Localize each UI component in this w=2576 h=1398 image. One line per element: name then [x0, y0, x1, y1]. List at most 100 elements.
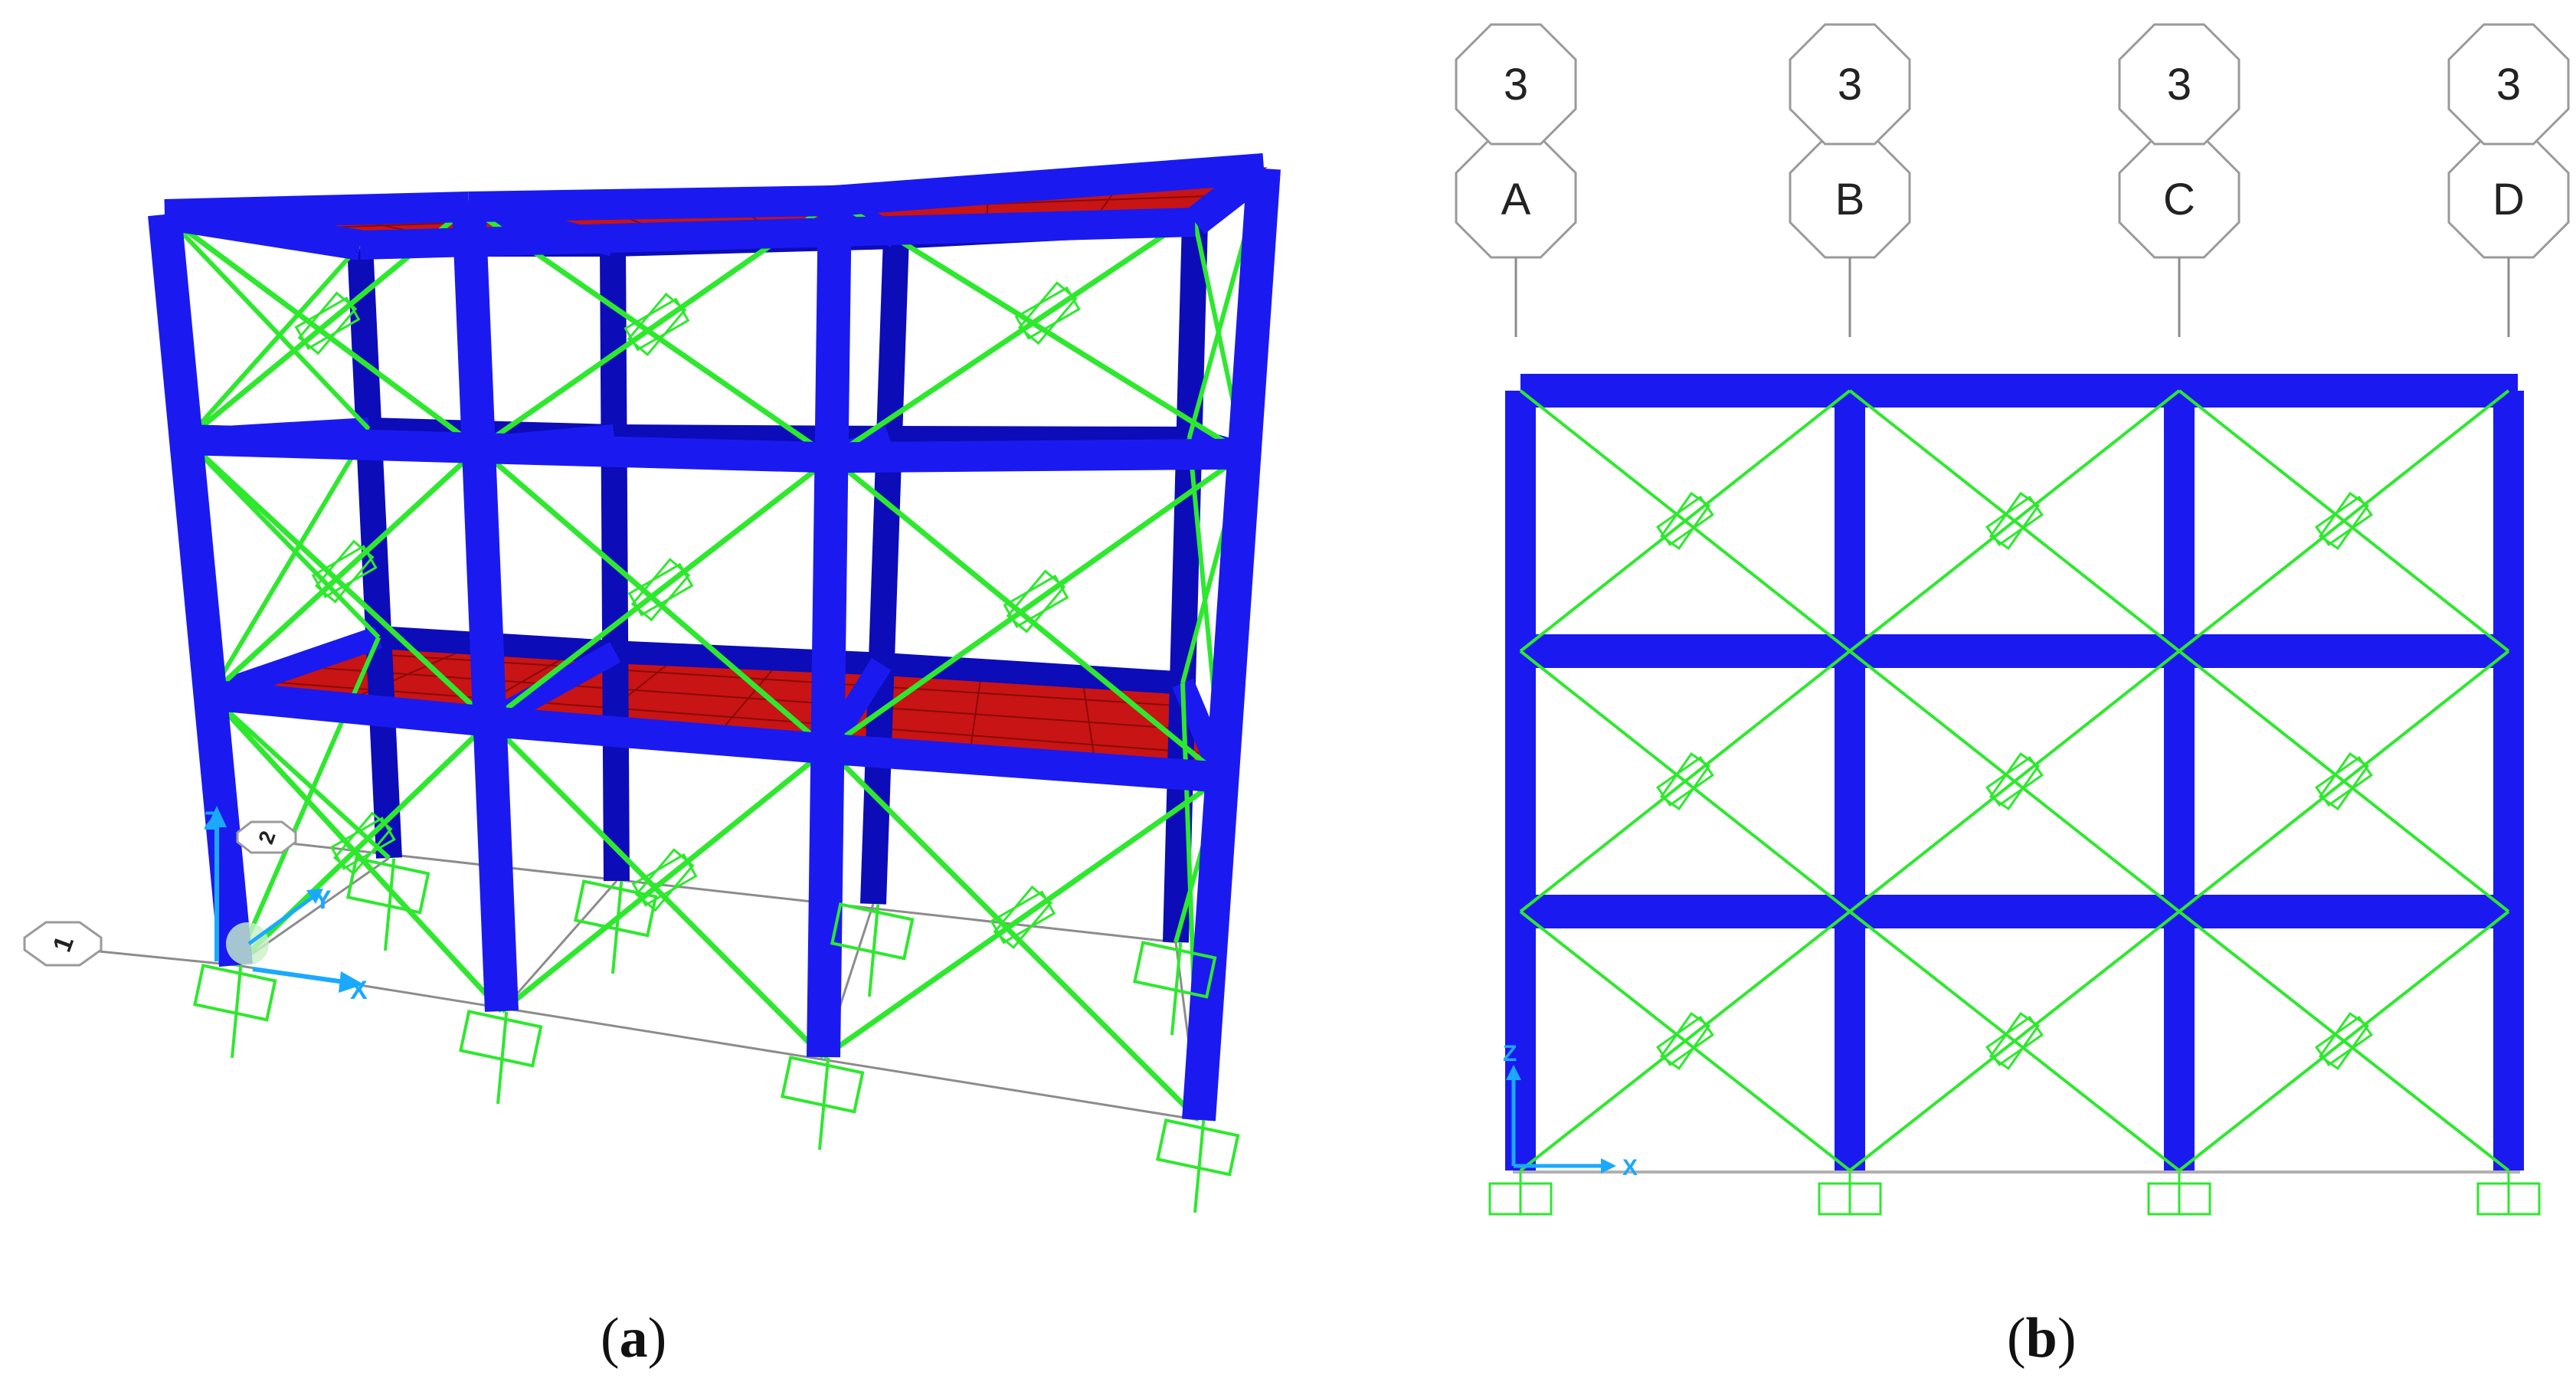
- fixed-support: [1818, 1172, 1882, 1216]
- panel-b-axes-triad: Z X: [1503, 1041, 1638, 1180]
- column: [1505, 391, 1536, 1170]
- panel-a-axis-x-label: X: [350, 976, 368, 1005]
- brace-hinge-symbol: [1985, 492, 2044, 550]
- hinge-box: [2318, 1012, 2370, 1070]
- bubble-col-octagon: [1789, 136, 1911, 259]
- brace-hinge-symbol: [627, 558, 694, 622]
- grid-bubble-1: 1: [23, 921, 103, 967]
- fixed-support: [1156, 1118, 1240, 1213]
- grid-bubble-a: 3A: [1455, 23, 1577, 337]
- front-beam: [488, 706, 830, 764]
- brace-diagonal: [1848, 910, 2181, 1172]
- hinge-box: [332, 811, 393, 876]
- brace-diagonal: [1848, 650, 2181, 913]
- front-beam: [831, 438, 1245, 473]
- roof-side-beam: [162, 199, 363, 260]
- hinge-box: [627, 292, 687, 357]
- front-beam: [826, 733, 1224, 793]
- ground-grid-line: [283, 841, 1177, 944]
- caption-a: (a): [601, 1307, 667, 1370]
- fixed-support: [1488, 1172, 1553, 1216]
- front-beam: [468, 185, 836, 222]
- bubble-col-octagon: [1455, 136, 1577, 259]
- front-column: [452, 206, 519, 1012]
- brace-hinge-symbol: [329, 811, 396, 876]
- fixed-support: [1133, 941, 1217, 1036]
- hinge-box: [1988, 752, 2041, 810]
- column: [1835, 391, 1865, 1170]
- roof-back-beam: [359, 208, 1196, 260]
- caption-b: (b): [2007, 1307, 2077, 1370]
- brace-hinge-symbol: [624, 292, 690, 357]
- side-brace: [184, 437, 381, 640]
- side-brace: [208, 427, 371, 696]
- back-column: [860, 237, 909, 905]
- brace-diagonal: [830, 455, 1224, 780]
- front-column: [807, 200, 852, 1058]
- bubble-col-octagon: [2118, 136, 2240, 259]
- brace-diagonal: [162, 212, 480, 450]
- bubble-col-label: D: [2493, 175, 2525, 224]
- fixed-support: [574, 879, 658, 974]
- brace-diagonal: [825, 747, 1201, 1122]
- brace-diagonal: [821, 775, 1224, 1059]
- hinge-box: [2318, 752, 2370, 810]
- panel-b-supports: [1488, 1172, 2541, 1216]
- panel-a-axis-y-label: Y: [314, 886, 332, 915]
- back-column: [1163, 221, 1208, 943]
- hinge-box: [1988, 492, 2041, 550]
- front-column: [148, 212, 253, 967]
- front-beam: [833, 153, 1265, 216]
- panel-b-braces: [1519, 389, 2510, 1172]
- brace-hinge-symbol: [2315, 752, 2373, 810]
- ground-grid-line: [500, 880, 618, 1012]
- slab-mesh-line: [294, 665, 1203, 732]
- bubble-row-label: 3: [2167, 60, 2191, 110]
- brace-diagonal: [2178, 910, 2510, 1172]
- beam: [1520, 374, 2518, 408]
- side-brace: [234, 636, 381, 967]
- panel-b-axis-x-label: X: [1622, 1155, 1638, 1180]
- support-stem: [496, 1011, 509, 1105]
- brace-diagonal: [499, 746, 830, 1013]
- hinge-box: [634, 848, 695, 912]
- back-beam: [880, 652, 1183, 695]
- slab-mesh-line: [252, 679, 1213, 755]
- column: [2493, 391, 2524, 1170]
- hinge-box: [993, 885, 1053, 949]
- support-stem: [1193, 1120, 1206, 1213]
- support-stem: [230, 965, 243, 1059]
- back-beam: [889, 426, 1190, 450]
- side-brace: [184, 244, 362, 441]
- grid-bubble-2: 2: [236, 820, 297, 854]
- brace-diagonal: [1519, 650, 1851, 913]
- grid-bubble-c: 3C: [2118, 23, 2240, 337]
- beam: [1520, 634, 2518, 668]
- brace-hinge-symbol: [1985, 1012, 2044, 1070]
- brace-hinge-symbol: [1014, 281, 1081, 345]
- side-brace: [208, 692, 391, 860]
- brace-hinge-symbol: [1003, 569, 1069, 634]
- panel-a-supports: [193, 856, 1240, 1213]
- back-column: [347, 244, 402, 859]
- brace-diagonal: [2178, 650, 2510, 913]
- hinge-box: [630, 558, 691, 622]
- roof-side-beam: [1185, 156, 1274, 234]
- hinge-box: [1659, 1012, 1711, 1070]
- brace-diagonal: [1848, 389, 2181, 653]
- hinge-box: [1659, 492, 1711, 550]
- caption-a-letter: a: [619, 1307, 648, 1370]
- fixed-support: [2476, 1172, 2541, 1216]
- grid-bubble-b: 3B: [1789, 23, 1911, 337]
- bubble-row-label: 3: [2496, 60, 2521, 110]
- brace-hinge-symbol: [1656, 492, 1714, 550]
- fixed-support: [346, 856, 430, 951]
- front-beam: [185, 424, 480, 463]
- brace-diagonal: [826, 451, 1246, 751]
- hinge-box: [1017, 281, 1078, 345]
- brace-diagonal: [1519, 389, 1851, 653]
- hinge-box: [1659, 752, 1711, 810]
- support-stem: [1170, 942, 1183, 1036]
